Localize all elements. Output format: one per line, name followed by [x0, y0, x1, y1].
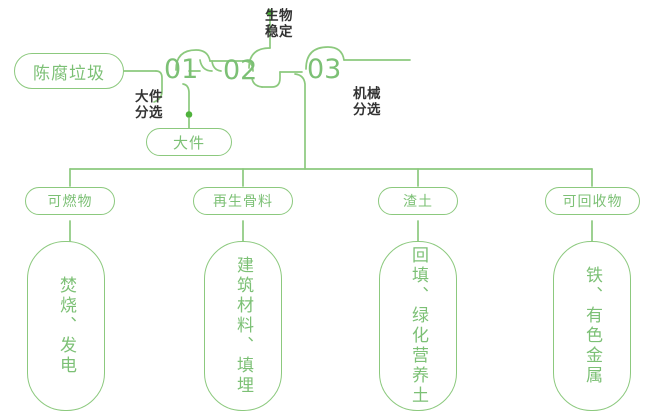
- stage-01-label-line2: 分选: [135, 105, 163, 120]
- stage-01-text: 01: [164, 54, 199, 85]
- stage-number-01[interactable]: 01: [164, 56, 198, 83]
- source-capsule[interactable]: 陈腐垃圾: [14, 53, 124, 89]
- hook-left-02-stub: [211, 60, 222, 72]
- output-bulky-label: 大件: [172, 134, 205, 152]
- usage-aggregate-text: 建筑材料、填埋: [234, 256, 253, 396]
- line-bulky-sort: [182, 83, 190, 114]
- usage-box-aggregate[interactable]: 建筑材料、填埋: [204, 241, 282, 411]
- stage-02-label-line2: 稳定: [265, 24, 293, 39]
- output-capsule-slag[interactable]: 渣土: [378, 187, 458, 215]
- source-label: 陈腐垃圾: [33, 63, 105, 83]
- dot-bulky-sort: [185, 111, 193, 118]
- stage-number-03[interactable]: 03: [307, 56, 341, 83]
- usage-box-combustible[interactable]: 焚烧、发电: [27, 241, 105, 411]
- stage-01-label-line1: 大件: [135, 89, 163, 104]
- stage-02-process-label: 生物 稳定: [265, 8, 293, 40]
- stage-02-label-line1: 生物: [265, 8, 293, 23]
- usage-recyclable-text: 铁、有色金属: [583, 266, 602, 386]
- output-capsule-bulky[interactable]: 大件: [146, 128, 232, 156]
- stage-01-process-label: 大件 分选: [135, 89, 163, 121]
- line-03-down: [294, 73, 306, 170]
- stage-02-text: 02: [223, 55, 258, 86]
- line-02-to-03-riser: [261, 71, 281, 88]
- usage-box-slag[interactable]: 回填、绿化营养土: [379, 241, 457, 411]
- stage-number-02[interactable]: 02: [223, 57, 257, 84]
- hook-left-02: [199, 59, 213, 72]
- stage-03-text: 03: [307, 54, 342, 85]
- output-capsule-recyclable[interactable]: 可回收物: [545, 187, 640, 215]
- usage-box-recyclable[interactable]: 铁、有色金属: [553, 241, 631, 411]
- output-capsule-combustible[interactable]: 可燃物: [25, 187, 115, 215]
- output-capsule-aggregate[interactable]: 再生骨料: [193, 187, 293, 215]
- output-recyclable-label: 可回收物: [562, 193, 623, 209]
- stage-03-process-label: 机械 分选: [353, 86, 381, 118]
- output-aggregate-label: 再生骨料: [213, 193, 273, 209]
- usage-slag-text: 回填、绿化营养土: [409, 246, 428, 406]
- output-combustible-label: 可燃物: [47, 193, 93, 209]
- stage-03-label-line1: 机械: [353, 86, 381, 101]
- output-slag-label: 渣土: [403, 193, 433, 209]
- stage-03-label-line2: 分选: [353, 102, 381, 117]
- usage-combustible-text: 焚烧、发电: [57, 276, 76, 376]
